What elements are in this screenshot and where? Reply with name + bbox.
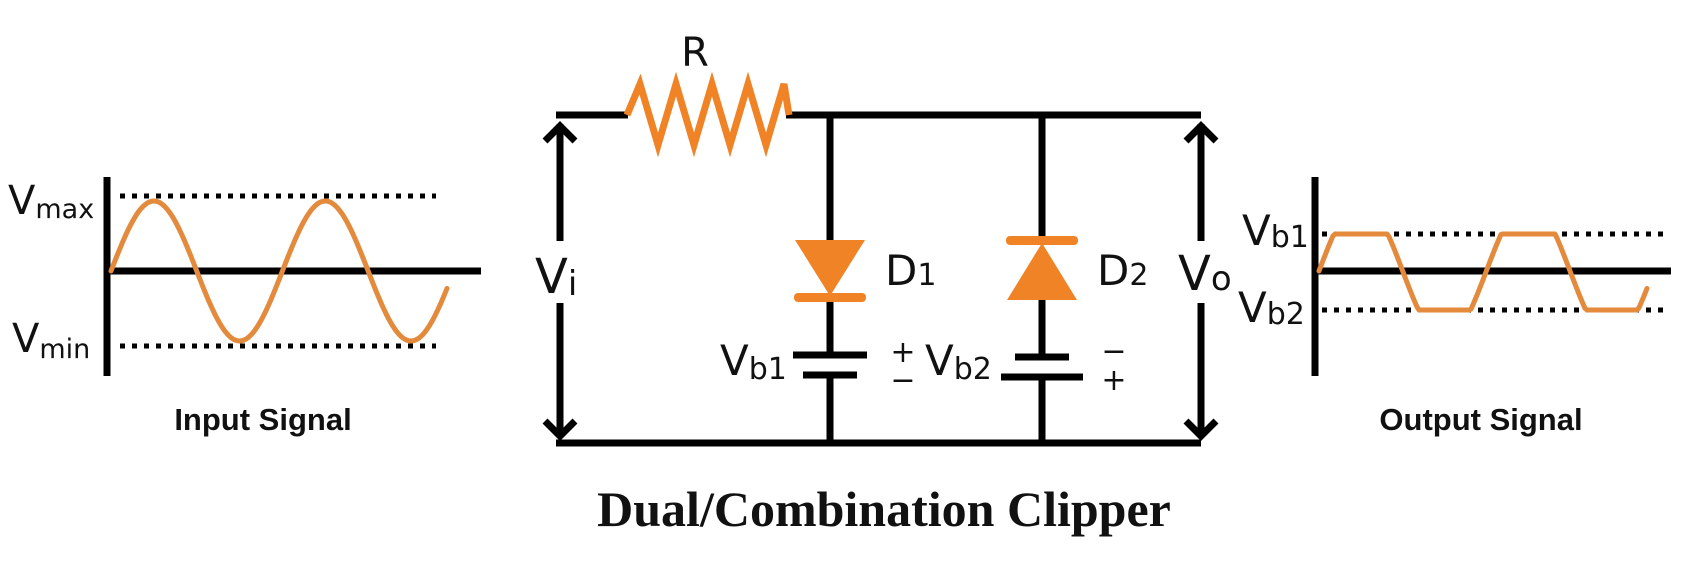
input-signal-graph: Vmax Vmin Input Signal (8, 177, 481, 437)
branch-1 (793, 115, 867, 443)
output-vb2-label: Vb2 (1238, 283, 1305, 332)
output-signal-graph: Vb1 Vb2 Output Signal (1238, 177, 1671, 437)
output-signal-caption: Output Signal (1379, 402, 1582, 437)
input-sine-wave (108, 198, 450, 344)
diode-1 (795, 240, 865, 296)
clipper-circuit: R Vi Vo (535, 30, 1232, 447)
battery-1-minus: − (890, 363, 915, 398)
input-signal-caption: Input Signal (174, 402, 351, 437)
battery-1-plus: + (890, 335, 915, 370)
diode-1-label: D1 (885, 246, 936, 295)
resistor (623, 71, 793, 158)
branch-2 (1001, 115, 1083, 443)
vmax-label: Vmax (8, 178, 94, 225)
battery-2-plus: + (1101, 363, 1126, 398)
diode-2-cathode-bar (1006, 236, 1078, 245)
battery-2-minus: − (1101, 334, 1126, 369)
battery-2-label: Vb2 (925, 336, 992, 387)
resistor-label: R (681, 30, 709, 76)
battery-1-label: Vb1 (720, 336, 787, 387)
input-voltage-arrow (542, 121, 578, 441)
diode-1-cathode-bar (794, 293, 866, 302)
diode-2 (1007, 243, 1077, 300)
diode-2-label: D2 (1097, 246, 1148, 295)
output-voltage-arrow (1183, 121, 1219, 441)
vmin-label: Vmin (12, 316, 90, 365)
output-voltage-label: Vo (1178, 246, 1232, 302)
output-vb1-label: Vb1 (1242, 206, 1309, 255)
input-voltage-label: Vi (535, 249, 577, 305)
diagram-title: Dual/Combination Clipper (597, 481, 1171, 537)
output-clipped-wave (1316, 231, 1650, 313)
